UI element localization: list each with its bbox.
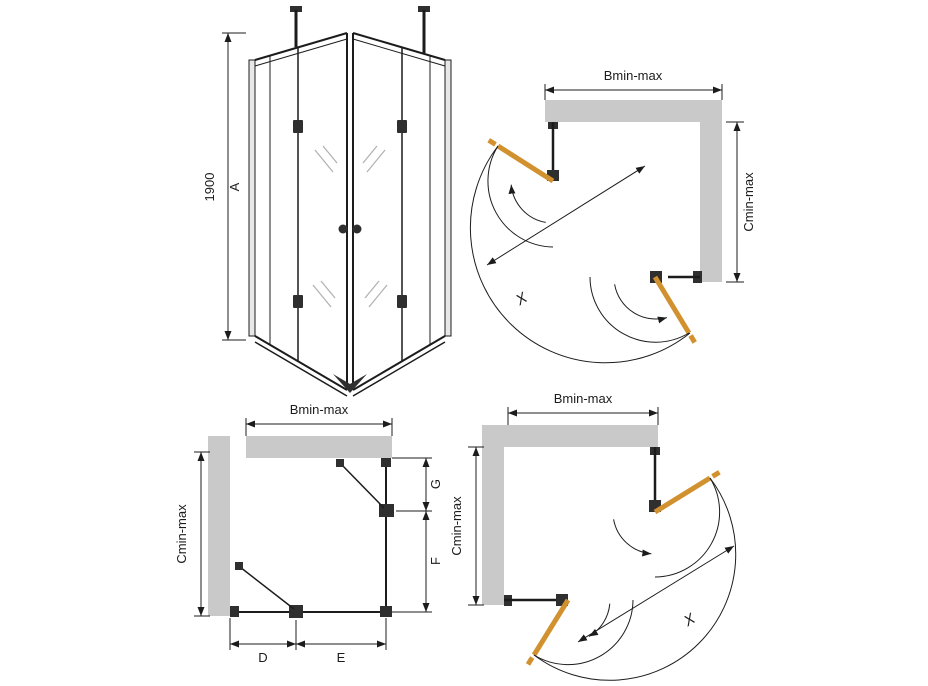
diagonal-entry-line xyxy=(577,545,735,643)
door-handle-left xyxy=(487,138,497,147)
ceiling-bracket-left xyxy=(290,6,302,47)
glass-panel-divisions xyxy=(269,47,431,362)
plan-view-bottom-right: Bmin-max Cmin-max X xyxy=(449,391,737,681)
ceiling-bracket-right xyxy=(418,6,430,53)
wall-left xyxy=(208,436,230,616)
door-ajar-right xyxy=(340,463,385,509)
width-label: Bmin-max xyxy=(290,402,349,417)
door-edge-block xyxy=(235,562,243,570)
open-door-bottom xyxy=(531,598,571,657)
wall-right xyxy=(700,122,722,282)
diagonal-label: X xyxy=(680,610,699,631)
door-handle-bottom xyxy=(525,656,535,666)
corner-profile-block xyxy=(380,606,392,617)
clearance-arc xyxy=(533,477,737,681)
depth-label: Cmin-max xyxy=(741,172,756,232)
wall-top xyxy=(504,425,658,447)
diagonal-entry-line xyxy=(486,165,646,266)
front-perspective-view: 1900 A xyxy=(202,6,452,397)
swing-direction-arrow-left xyxy=(508,184,546,223)
swing-arc-bottom-door xyxy=(589,276,690,343)
wall-top xyxy=(545,100,722,122)
plan-view-bottom-left: Bmin-max Cmin-max G F xyxy=(174,402,443,665)
dimension-segments-d-e: D E xyxy=(229,618,387,665)
door-hinges xyxy=(293,120,407,308)
glass-shine-marks xyxy=(312,145,388,308)
diagonal-label: X xyxy=(512,289,531,310)
open-door-bottom xyxy=(652,275,692,335)
wall-profile-block xyxy=(381,458,391,467)
clearance-arc xyxy=(469,145,691,364)
swing-direction-arrow-bottom xyxy=(614,284,668,324)
wall-top xyxy=(246,436,392,458)
dimension-height: 1900 A xyxy=(202,32,246,341)
height-value-label: 1900 xyxy=(202,173,217,202)
tray-corner-piece xyxy=(333,374,367,393)
bottom-frame-edges xyxy=(254,335,446,397)
door-ajar-bottom xyxy=(239,566,295,610)
depth-label: Cmin-max xyxy=(174,504,189,564)
wall-profile-block xyxy=(230,606,239,617)
segment-f-label: F xyxy=(428,557,443,565)
door-handle-bottom xyxy=(688,334,697,344)
depth-label: Cmin-max xyxy=(449,496,464,556)
dimension-depth-c: Cmin-max xyxy=(174,451,210,617)
wall-profile-left xyxy=(248,59,256,337)
open-door-left xyxy=(496,143,555,184)
wall-profile-right xyxy=(444,59,452,337)
open-door-right xyxy=(653,475,712,515)
door-edge-block xyxy=(336,459,344,467)
plan-view-top-right: Bmin-max Cmin-max X xyxy=(469,68,756,364)
dimension-width-b: Bmin-max xyxy=(544,68,723,100)
dimension-segments-g-f: G F xyxy=(392,457,443,613)
swing-direction-arrow-bottom xyxy=(588,603,611,637)
door-handle-right xyxy=(711,470,721,479)
height-letter-label: A xyxy=(227,182,242,191)
dimension-width-b: Bmin-max xyxy=(245,402,393,436)
segment-g-label: G xyxy=(428,479,443,489)
top-frame-edges xyxy=(254,32,446,67)
segment-e-label: E xyxy=(337,650,346,665)
segment-d-label: D xyxy=(258,650,267,665)
wall-left xyxy=(482,425,504,605)
dimension-depth-c: Cmin-max xyxy=(726,121,756,283)
dimension-depth-c: Cmin-max xyxy=(449,446,484,606)
door-knobs xyxy=(338,224,362,234)
dimension-width-b: Bmin-max xyxy=(507,391,659,425)
width-label: Bmin-max xyxy=(604,68,663,83)
width-label: Bmin-max xyxy=(554,391,613,406)
corner-door-stiles xyxy=(346,33,354,390)
swing-direction-arrow-right xyxy=(613,519,652,557)
